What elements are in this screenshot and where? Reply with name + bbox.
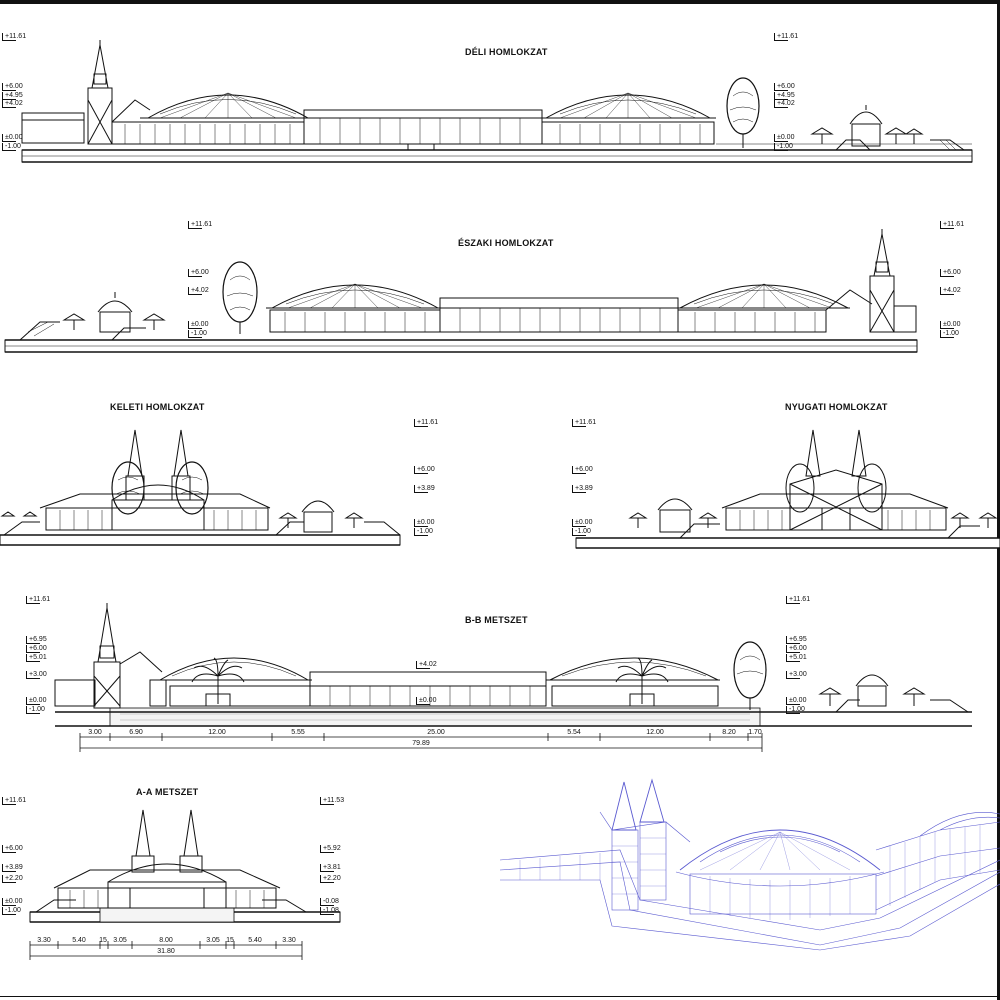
- dimension-label: 15: [99, 937, 107, 944]
- level-marker: +4.02: [774, 100, 795, 108]
- level-marker: +11.61: [26, 596, 50, 604]
- sheet-right-border: [997, 0, 1000, 1000]
- dimension-label: 12.00: [208, 729, 226, 736]
- dimension-label: 5.40: [248, 937, 262, 944]
- level-marker: +6.00: [26, 645, 47, 653]
- level-marker: +6.95: [786, 636, 807, 644]
- level-marker: ±0.00: [786, 697, 806, 705]
- wireframe-perspective-render: [499, 778, 1000, 951]
- level-marker: +11.61: [2, 797, 26, 805]
- title-west-elevation: NYUGATI HOMLOKZAT: [785, 402, 888, 412]
- level-marker: ±0.00: [188, 321, 208, 329]
- level-marker: +4.95: [774, 92, 795, 100]
- title-south-elevation: DÉLI HOMLOKZAT: [465, 47, 548, 57]
- level-marker: +6.00: [2, 845, 23, 853]
- level-marker: +6.00: [786, 645, 807, 653]
- level-marker: -1.00: [2, 907, 21, 915]
- level-marker: +2.20: [320, 875, 341, 883]
- level-marker: ±0.00: [416, 697, 436, 705]
- title-section-bb: B-B METSZET: [465, 615, 528, 625]
- level-marker: +2.20: [2, 875, 23, 883]
- south-elevation: [21, 40, 973, 163]
- dimension-label: 8.20: [722, 729, 736, 736]
- level-marker: +4.95: [2, 92, 23, 100]
- level-marker: +11.61: [572, 419, 596, 427]
- dimension-total: 31.80: [157, 948, 175, 955]
- level-marker: -1.00: [940, 330, 959, 338]
- level-marker: ±0.00: [940, 321, 960, 329]
- level-marker: +11.61: [940, 221, 964, 229]
- level-marker: +6.00: [2, 83, 23, 91]
- title-east-elevation: KELETI HOMLOKZAT: [110, 402, 205, 412]
- east-elevation: [0, 429, 401, 546]
- section-bb: [54, 603, 972, 752]
- level-marker: +11.53: [320, 797, 344, 805]
- level-marker: -1.00: [786, 706, 805, 714]
- dimension-label: 3.30: [282, 937, 296, 944]
- level-marker: -1.00: [774, 143, 793, 151]
- level-marker: +3.81: [320, 864, 341, 872]
- dimension-label: 3.00: [88, 729, 102, 736]
- level-marker: ±0.00: [572, 519, 592, 527]
- title-section-aa: A-A METSZET: [136, 787, 199, 797]
- dimension-label: 1.70: [748, 729, 762, 736]
- dimension-label: 5.55: [291, 729, 305, 736]
- level-marker: +6.00: [572, 466, 593, 474]
- level-marker: +6.95: [26, 636, 47, 644]
- dimension-label: 5.54: [567, 729, 581, 736]
- level-marker: ±0.00: [2, 898, 22, 906]
- level-marker: +3.89: [2, 864, 23, 872]
- sheet-bottom-border: [0, 996, 1000, 997]
- level-marker: +4.02: [940, 287, 961, 295]
- dimension-label: 5.40: [72, 937, 86, 944]
- dimension-label: 25.00: [427, 729, 445, 736]
- level-marker: +3.89: [414, 485, 435, 493]
- level-marker: -1.08: [320, 907, 339, 915]
- title-north-elevation: ÉSZAKI HOMLOKZAT: [458, 238, 554, 248]
- level-marker: +3.00: [786, 671, 807, 679]
- level-marker: +4.02: [2, 100, 23, 108]
- level-marker: +3.89: [572, 485, 593, 493]
- dimension-label: 3.05: [113, 937, 127, 944]
- level-marker: +11.61: [786, 596, 810, 604]
- level-marker: +11.61: [188, 221, 212, 229]
- level-marker: +6.00: [414, 466, 435, 474]
- level-marker: +5.01: [26, 654, 47, 662]
- level-marker: -1.00: [188, 330, 207, 338]
- dimension-total: 79.89: [412, 740, 430, 747]
- level-marker: +5.01: [786, 654, 807, 662]
- level-marker: -1.00: [572, 528, 591, 536]
- level-marker: +6.00: [940, 269, 961, 277]
- dimension-label: 15: [226, 937, 234, 944]
- level-marker: +4.02: [188, 287, 209, 295]
- north-elevation: [4, 229, 918, 353]
- level-marker: +6.00: [774, 83, 795, 91]
- level-marker: -1.00: [2, 143, 21, 151]
- west-elevation: [575, 429, 1000, 549]
- section-aa: [29, 809, 341, 960]
- level-marker: +11.61: [774, 33, 798, 41]
- level-marker: -1.00: [26, 706, 45, 714]
- level-marker: +11.61: [414, 419, 438, 427]
- dimension-label: 6.90: [129, 729, 143, 736]
- level-marker: -1.00: [414, 528, 433, 536]
- level-marker: +4.02: [416, 661, 437, 669]
- dimension-label: 3.05: [206, 937, 220, 944]
- level-marker: +5.92: [320, 845, 341, 853]
- level-marker: +6.00: [188, 269, 209, 277]
- level-marker: +3.00: [26, 671, 47, 679]
- dimension-label: 3.30: [37, 937, 51, 944]
- sheet-top-border: [0, 0, 1000, 4]
- dimension-label: 8.00: [159, 937, 173, 944]
- level-marker: ±0.00: [26, 697, 46, 705]
- level-marker: -0.08: [320, 898, 339, 906]
- level-marker: ±0.00: [774, 134, 794, 142]
- level-marker: ±0.00: [2, 134, 22, 142]
- level-marker: +11.61: [2, 33, 26, 41]
- level-marker: ±0.00: [414, 519, 434, 527]
- dimension-label: 12.00: [646, 729, 664, 736]
